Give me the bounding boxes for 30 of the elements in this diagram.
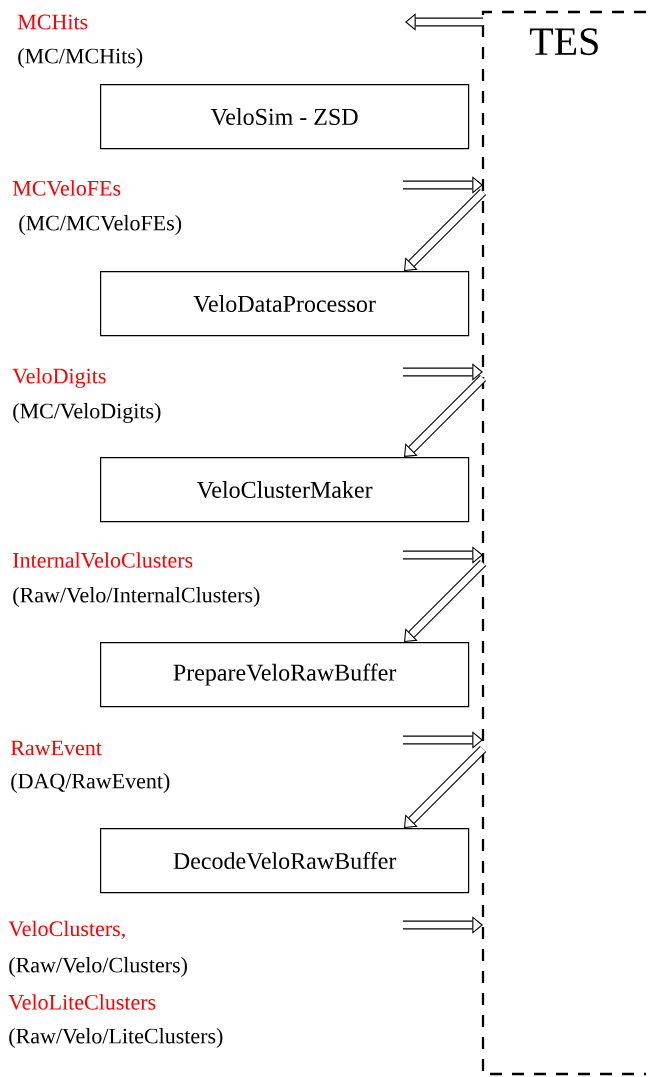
data-name: MCHits	[17, 14, 88, 30]
process-box: PrepareVeloRawBuffer	[100, 642, 470, 708]
data-name: RawEvent	[10, 740, 102, 756]
data-name: VeloClusters,	[8, 920, 125, 940]
process-box: VeloClusterMaker	[100, 457, 470, 523]
arrow	[404, 188, 487, 271]
data-name: VeloLiteClusters	[8, 994, 156, 1010]
data-path: (Raw/Velo/InternalClusters)	[13, 587, 260, 607]
data-path: (Raw/Velo/Clusters)	[9, 957, 187, 977]
arrow	[404, 559, 487, 642]
process-box: DecodeVeloRawBuffer	[100, 828, 470, 894]
data-path: (Raw/Velo/LiteClusters)	[9, 1028, 223, 1048]
arrow	[403, 363, 483, 381]
arrow	[403, 176, 483, 194]
arrow	[405, 13, 483, 31]
arrow	[404, 745, 487, 828]
arrow	[403, 916, 483, 934]
arrow	[403, 731, 483, 749]
process-box: VeloSim - ZSD	[100, 84, 470, 150]
arrow	[404, 374, 487, 457]
arrow	[403, 546, 483, 564]
data-name: VeloDigits	[12, 368, 106, 388]
process-box: VeloDataProcessor	[100, 271, 470, 337]
data-path: (MC/VeloDigits)	[13, 403, 161, 423]
storage-region: TES	[481, 10, 646, 1076]
data-path: (DAQ/RawEvent)	[11, 773, 170, 793]
data-name: InternalVeloClusters	[13, 552, 193, 568]
data-path: (MC/MCHits)	[18, 48, 143, 68]
data-path: (MC/MCVeloFEs)	[19, 215, 182, 235]
data-name: MCVeloFEs	[12, 180, 121, 196]
